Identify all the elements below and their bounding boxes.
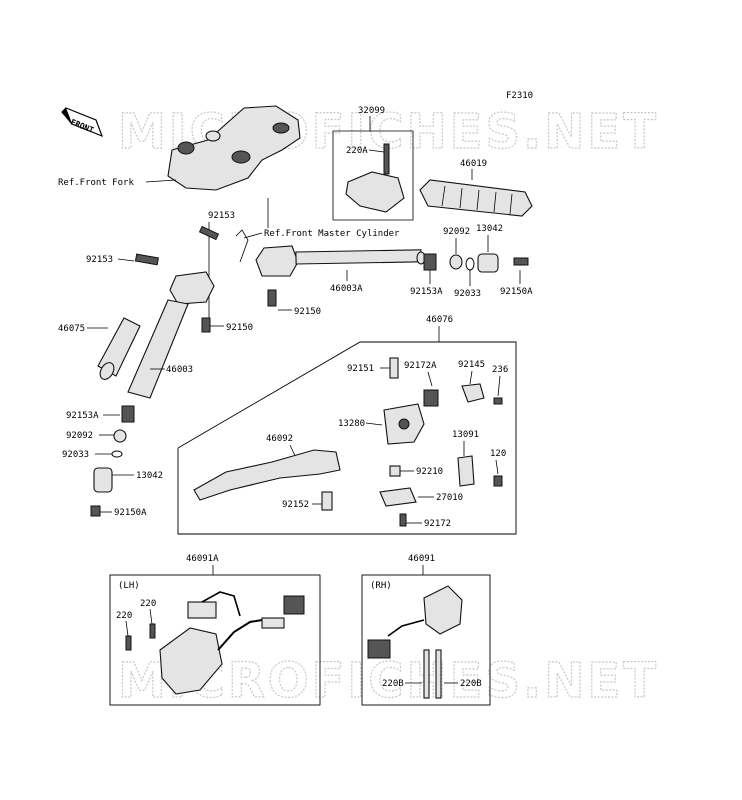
label-92151: 92151	[347, 364, 374, 374]
rh-switch-housing-icon	[423, 585, 463, 635]
left-grip-icon	[97, 317, 141, 380]
throttle-grip-icon	[419, 179, 533, 217]
label-92092-low: 92092	[66, 431, 93, 441]
label-92033-top: 92033	[454, 289, 481, 299]
label-46076: 46076	[426, 315, 453, 325]
label-46091: 46091	[408, 554, 435, 564]
ref-front-master-cylinder: Ref.Front Master Cylinder	[264, 229, 400, 239]
label-92172: 92172	[424, 519, 451, 529]
lh-label: (LH)	[118, 581, 140, 591]
lh-connector-icon	[283, 595, 305, 615]
label-220-b: 220	[140, 599, 156, 609]
switch-icon	[379, 487, 417, 507]
label-92153A-top: 92153A	[410, 287, 443, 297]
label-46003: 46003	[166, 365, 193, 375]
label-220B-a: 220B	[382, 679, 404, 689]
label-92150-mid: 92150	[294, 307, 321, 317]
label-92153A-low: 92153A	[66, 411, 99, 421]
label-46003A: 46003A	[330, 284, 363, 294]
label-92172A: 92172A	[404, 361, 437, 371]
screw-icon	[383, 143, 390, 175]
lh-switch-group	[109, 574, 321, 706]
label-92153-top: 92153	[208, 211, 235, 221]
clutch-lever-icon	[193, 449, 341, 501]
label-46092: 46092	[266, 434, 293, 444]
triple-clamp-icon	[167, 105, 301, 191]
switch-housing-small-icon	[345, 171, 405, 213]
rh-label: (RH)	[370, 581, 392, 591]
label-13280: 13280	[338, 419, 365, 429]
handlebar-left-icon	[127, 271, 215, 399]
label-46075: 46075	[58, 324, 85, 334]
label-92150A-top: 92150A	[500, 287, 533, 297]
label-27010: 27010	[436, 493, 463, 503]
label-120: 120	[490, 449, 506, 459]
label-92153-left: 92153	[86, 255, 113, 265]
label-92092-top: 92092	[443, 227, 470, 237]
label-13042-top: 13042	[476, 224, 503, 234]
bar-end-weight-icon	[423, 253, 437, 271]
label-32099: 32099	[358, 106, 385, 116]
label-46019: 46019	[460, 159, 487, 169]
rh-switch-group	[361, 574, 491, 706]
label-13042-low: 13042	[136, 471, 163, 481]
label-46091A: 46091A	[186, 554, 219, 564]
label-220A: 220A	[346, 146, 368, 156]
handlebar-right-icon	[235, 229, 426, 277]
adjuster-icon	[423, 389, 439, 407]
ref-front-fork: Ref.Front Fork	[58, 178, 134, 188]
label-92145: 92145	[458, 360, 485, 370]
label-92033-low: 92033	[62, 450, 89, 460]
label-92150A-low: 92150A	[114, 508, 147, 518]
front-arrow-icon: FRONT	[61, 107, 104, 138]
label-220B-b: 220B	[460, 679, 482, 689]
lh-switch-housing-icon	[159, 627, 223, 695]
label-92210: 92210	[416, 467, 443, 477]
label-92152: 92152	[282, 500, 309, 510]
label-92150-left: 92150	[226, 323, 253, 333]
label-13091: 13091	[452, 430, 479, 440]
figure-code: F2310	[506, 91, 533, 101]
label-220-a: 220	[116, 611, 132, 621]
label-236: 236	[492, 365, 508, 375]
bar-end-cap-icon	[477, 253, 499, 273]
rh-connector-icon	[367, 639, 391, 659]
